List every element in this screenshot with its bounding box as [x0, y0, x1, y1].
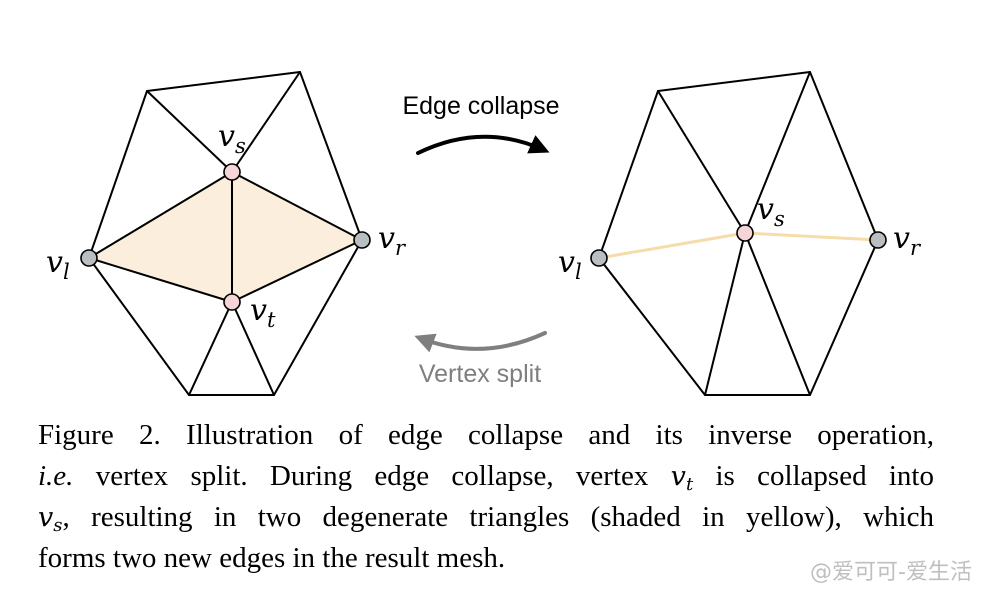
vertex-vl	[590, 249, 608, 267]
label-vs: vs	[757, 192, 785, 231]
figure-caption: Figure 2. Illustration of edge collapse …	[38, 415, 934, 579]
vertex-split-operation: Vertex split	[414, 331, 547, 388]
left-mesh: vs vt vl vr	[46, 71, 407, 396]
caption-line-2: i.e. vertex split. During edge collapse,…	[38, 460, 934, 495]
label-vl: vl	[46, 245, 70, 284]
edge-collapse-figure: vs vt vl vr Edge collapse Vertex split	[46, 71, 922, 396]
vertex-split-label: Vertex split	[419, 360, 541, 388]
math-vs: vs	[38, 502, 63, 536]
vertex-vs	[736, 224, 754, 242]
label-vt: vt	[250, 293, 276, 332]
label-vr: vr	[378, 221, 407, 260]
degenerate-triangles-shading	[89, 172, 362, 302]
label-vs: vs	[218, 119, 246, 158]
label-vr: vr	[893, 221, 922, 260]
edge-collapse-operation: Edge collapse	[402, 92, 560, 155]
vertex-vr	[869, 231, 887, 249]
math-vt: vt	[670, 461, 694, 495]
right-mesh-interior-edges	[657, 71, 811, 396]
vertex-vr	[353, 231, 371, 249]
ie-abbrev: i.e.	[38, 460, 74, 492]
vertex-vs	[223, 163, 241, 181]
forward-arrow	[416, 134, 550, 155]
caption-line-4: forms two new edges in the result mesh.	[38, 542, 506, 574]
left-mesh-interior-edges	[88, 71, 363, 396]
label-vl: vl	[558, 245, 582, 284]
edge-collapse-label: Edge collapse	[402, 92, 559, 120]
collapsed-edge-right	[743, 231, 880, 242]
watermark: @爱可可-爱生活	[810, 560, 972, 585]
vertex-vt	[223, 293, 241, 311]
right-mesh: vs vl vr	[558, 71, 922, 396]
caption-line-3: vs, resulting in two degenerate triangle…	[38, 501, 934, 536]
backward-arrow	[414, 331, 547, 353]
collapsed-edge-left	[597, 231, 747, 260]
vertex-vl	[80, 249, 98, 267]
caption-line-1: Figure 2. Illustration of edge collapse …	[38, 419, 934, 451]
